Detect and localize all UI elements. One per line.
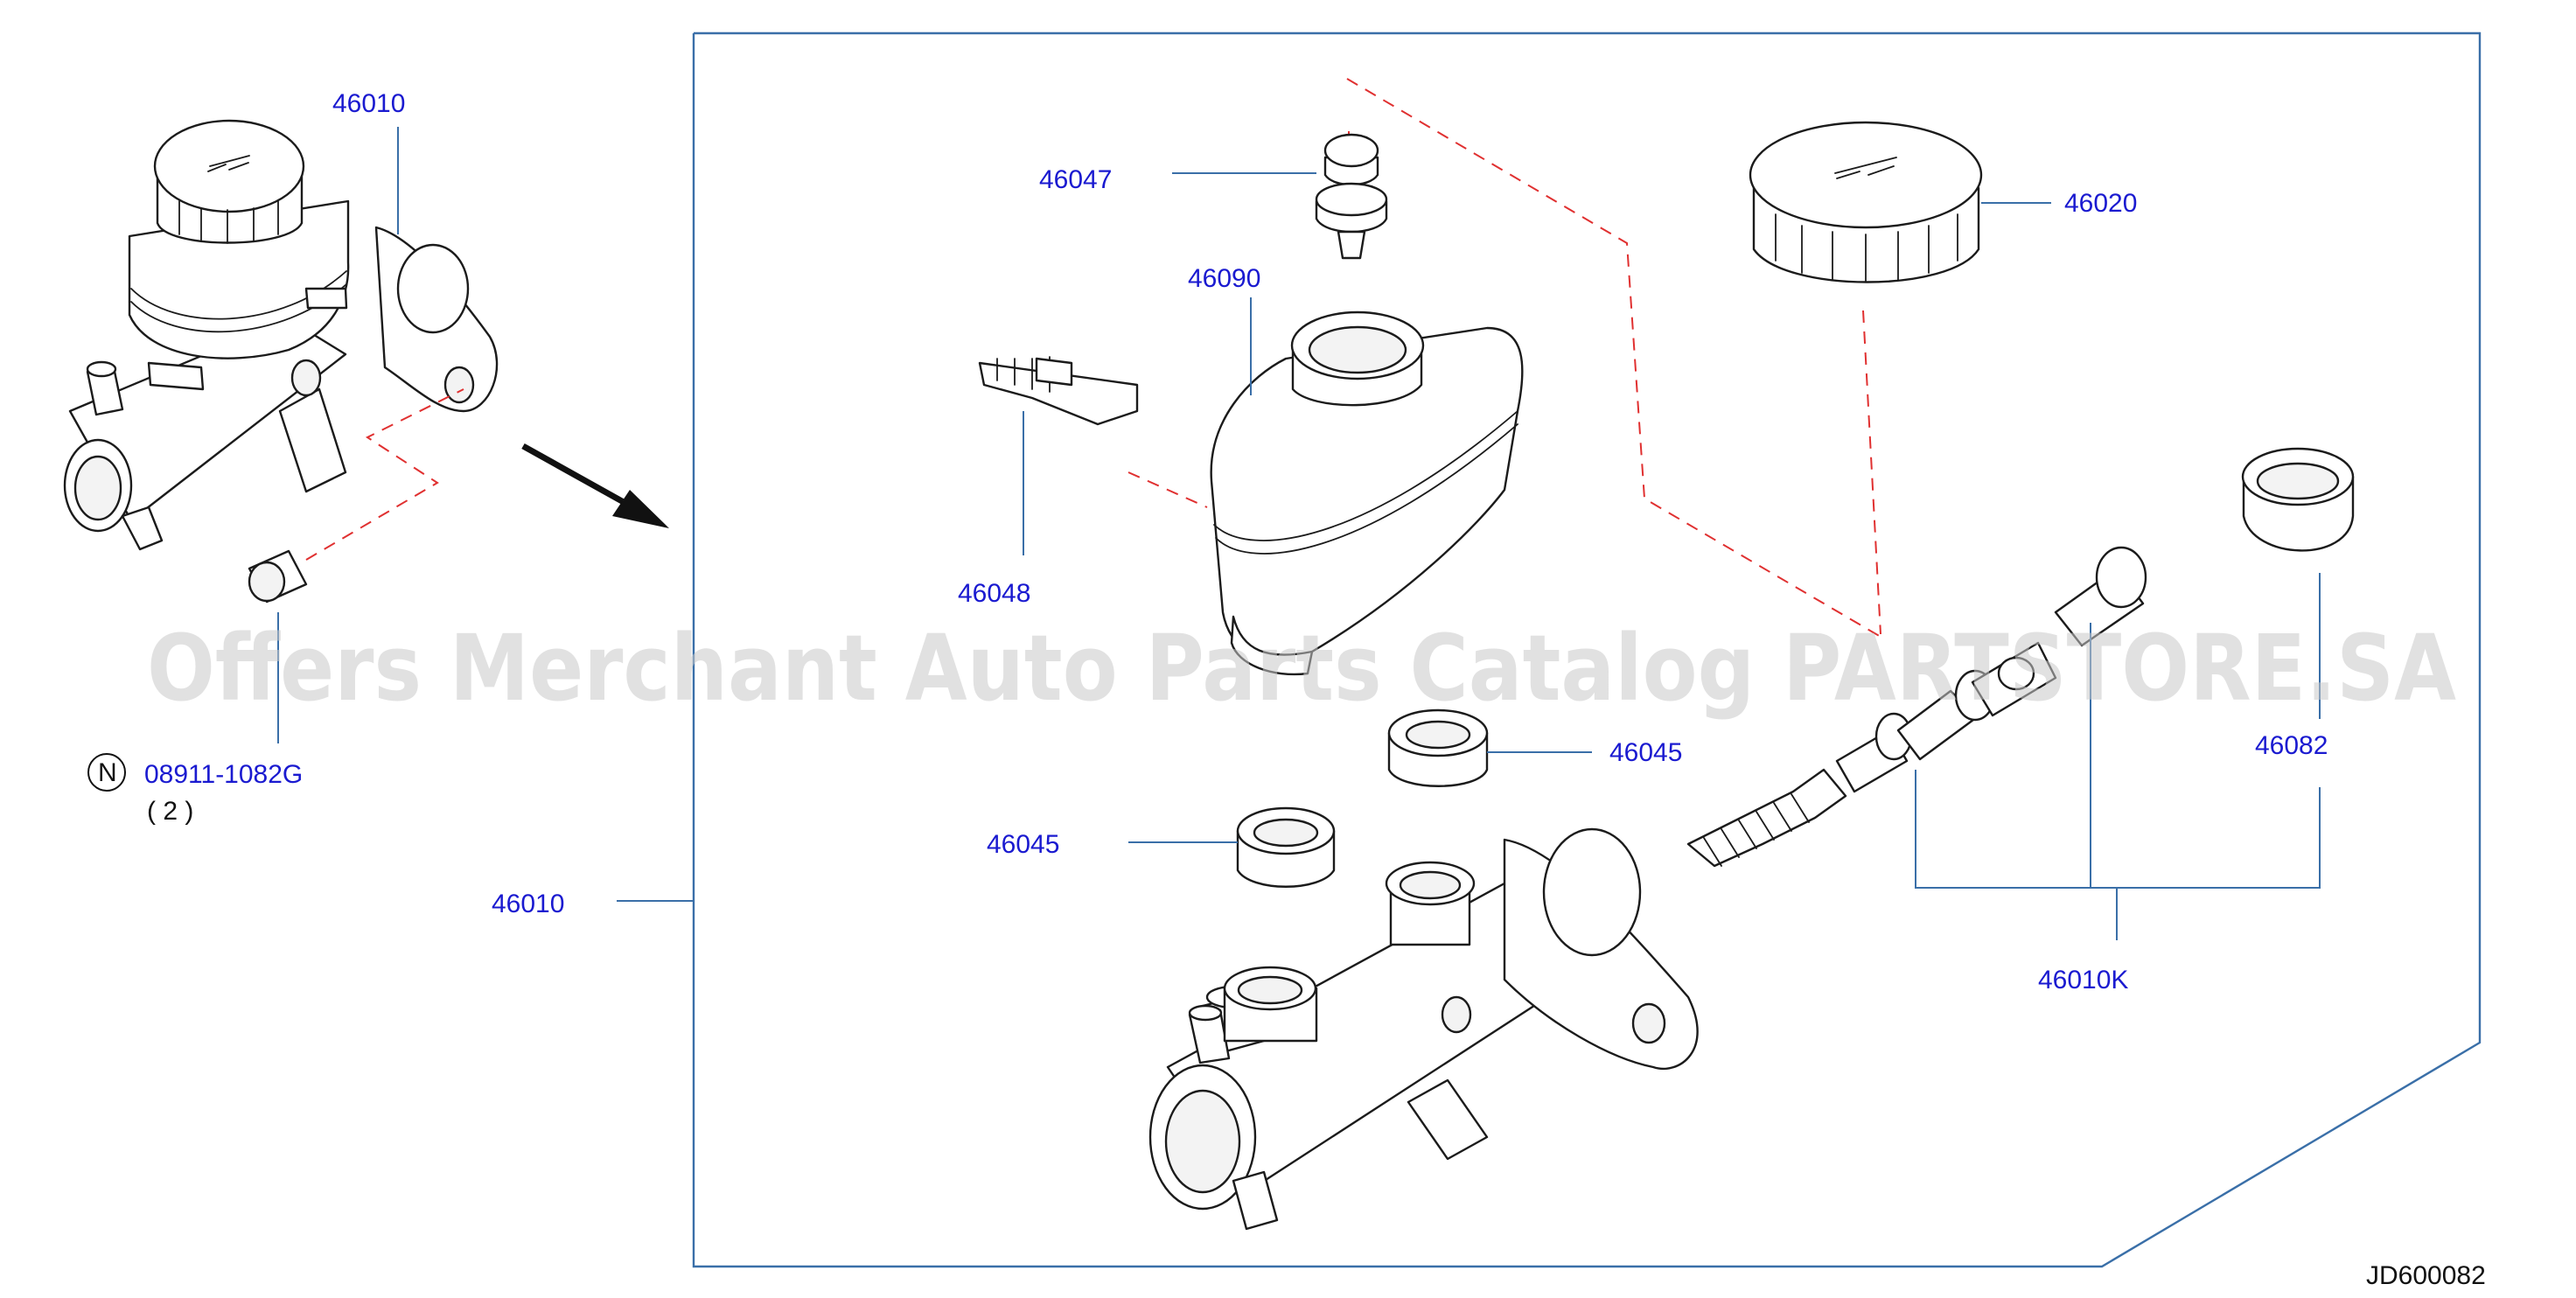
grommet-lower[interactable] [1236,806,1336,888]
explode-arrow [521,443,669,528]
level-sensor[interactable] [978,356,1139,426]
label-46010-left[interactable]: 46010 [332,89,405,118]
label-46090[interactable]: 46090 [1188,264,1260,293]
filter-pin[interactable] [1315,133,1388,260]
watermark-text: Offers Merchant Auto Parts Catalog PARTS… [147,615,2456,722]
reservoir-cap[interactable] [1749,121,1983,283]
label-46010-main[interactable]: 46010 [492,890,564,918]
label-46010k[interactable]: 46010K [2038,966,2128,994]
grommet-upper[interactable] [1387,708,1489,787]
label-46048[interactable]: 46048 [958,579,1030,608]
nut-symbol-letter: N [98,758,117,787]
label-46047[interactable]: 46047 [1039,165,1112,194]
label-08911-1082g[interactable]: 08911-1082G [144,760,303,789]
flange-nut[interactable] [248,549,308,604]
piston-spring-kit[interactable] [1686,546,2147,868]
sensor-guide-line [1127,471,1208,508]
leader-lines [277,127,2321,940]
assembly-frame [692,31,2482,1268]
cap-guide-line [1862,310,1881,635]
label-46045-lower[interactable]: 46045 [987,830,1059,859]
seal-ring[interactable] [2241,447,2355,552]
pin-guide-line [1346,78,1881,638]
diagram-code: JD600082 [2366,1261,2486,1290]
assembled-master-cylinder[interactable] [63,119,499,551]
label-46045-upper[interactable]: 46045 [1609,738,1682,767]
label-46082[interactable]: 46082 [2255,731,2328,760]
reservoir-tank[interactable] [1210,311,1524,676]
nut-guide-line [305,388,464,561]
label-nut-quantity: ( 2 ) [147,797,193,826]
label-46020[interactable]: 46020 [2064,189,2137,218]
master-cylinder-body[interactable] [1148,827,1699,1231]
nut-symbol-circle [87,753,126,792]
